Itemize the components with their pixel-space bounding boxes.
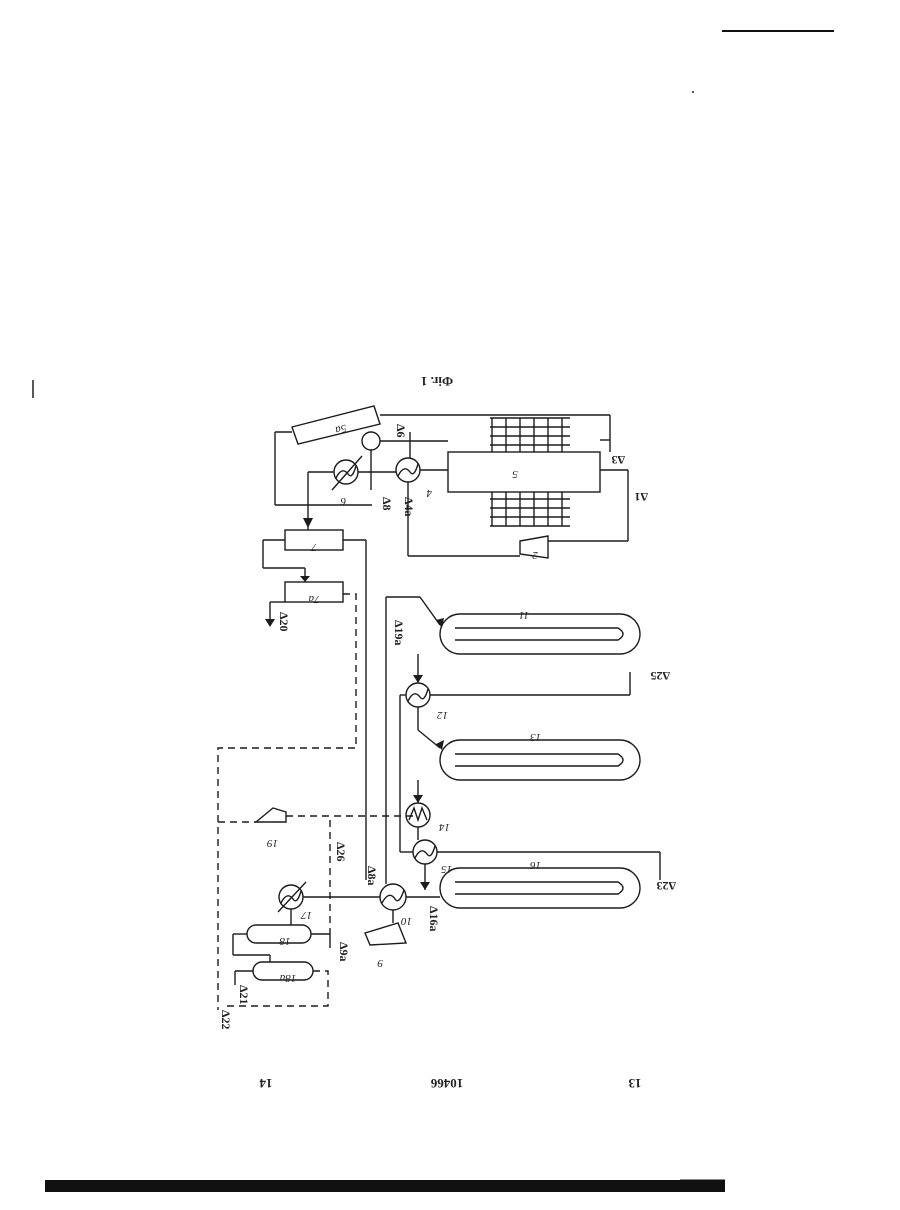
reactor-13: 13 xyxy=(440,731,640,780)
unit-7a: 7a xyxy=(285,582,343,605)
label-7a: 7a xyxy=(308,593,320,605)
exchanger-10: 10 xyxy=(380,884,412,927)
speck-mark xyxy=(692,91,694,93)
stream-4a: Δ4a xyxy=(402,497,416,517)
stream-22: Δ22 xyxy=(219,1010,233,1030)
unit-7: 7 xyxy=(285,530,343,553)
exchanger-12: 12 xyxy=(406,683,448,721)
exchanger-14: 14 xyxy=(406,803,450,833)
stream-1: Δ1 xyxy=(634,490,648,504)
compressor-19: 19 xyxy=(256,808,286,849)
stream-21: Δ21 xyxy=(237,985,251,1005)
process-flow-diagram: 5 5a 4 6 2 xyxy=(218,406,676,1030)
label-17: 17 xyxy=(301,909,313,921)
unit-5-furnace: 5 xyxy=(448,418,600,526)
stream-8a: Δ8a xyxy=(365,866,379,886)
reactor-11: 11 xyxy=(440,609,640,654)
label-18: 18 xyxy=(279,935,291,947)
label-10: 10 xyxy=(401,915,413,927)
page-number-center: 10466 xyxy=(430,1076,463,1091)
label-13: 13 xyxy=(530,731,542,743)
figure-caption: Фiг. 1 xyxy=(421,374,453,389)
exchanger-17: 17 xyxy=(278,882,312,921)
stream-25: Δ25 xyxy=(650,669,670,683)
label-9: 9 xyxy=(377,957,383,969)
label-11: 11 xyxy=(519,609,529,621)
label-19: 19 xyxy=(267,837,279,849)
bottom-bar xyxy=(45,1180,725,1192)
label-14: 14 xyxy=(439,821,451,833)
label-18a: 18a xyxy=(279,972,296,984)
label-4: 4 xyxy=(426,487,432,499)
stream-26: Δ26 xyxy=(334,842,348,862)
page-number-left: 14 xyxy=(259,1076,273,1091)
exchanger-6: 6 xyxy=(332,456,362,507)
label-2: 2 xyxy=(532,549,538,561)
valve-circle xyxy=(362,432,380,450)
page-number-right: 13 xyxy=(628,1076,642,1091)
label-15: 15 xyxy=(441,863,453,875)
dashed-line-lower xyxy=(218,816,418,1006)
stream-20: Δ20 xyxy=(277,612,291,632)
unit-2: 2 xyxy=(520,536,548,561)
stream-3: Δ3 xyxy=(611,453,625,467)
stream-19a: Δ19a xyxy=(392,620,406,646)
reactor-16: 16 xyxy=(440,859,640,908)
stream-9a: Δ9a xyxy=(337,942,351,962)
label-5: 5 xyxy=(512,468,518,480)
stream-23: Δ23 xyxy=(656,879,676,893)
compressor-9: 9 xyxy=(365,923,406,969)
exchanger-4: 4 xyxy=(396,458,432,499)
vessel-18: 18 xyxy=(247,925,311,947)
stream-6: Δ6 xyxy=(394,424,408,438)
exchanger-15: 15 xyxy=(413,840,452,875)
label-16: 16 xyxy=(530,859,542,871)
stream-16a: Δ16a xyxy=(427,906,441,932)
vessel-18a: 18a xyxy=(253,962,313,984)
stream-8: Δ8 xyxy=(380,497,394,511)
label-12: 12 xyxy=(437,709,449,721)
label-7: 7 xyxy=(311,541,317,553)
